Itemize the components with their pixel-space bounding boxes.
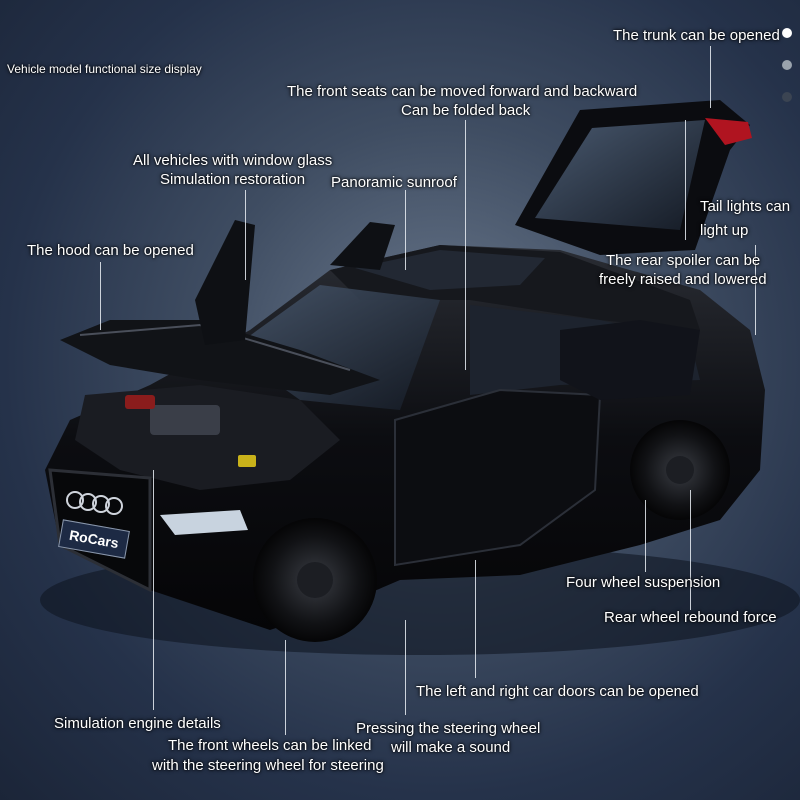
brand-rings (66, 491, 123, 515)
leader-seats (465, 120, 466, 370)
label-trunk: The trunk can be opened (613, 27, 780, 44)
label-front-wheels-line2: with the steering wheel for steering (152, 757, 384, 774)
label-sunroof: Panoramic sunroof (331, 174, 457, 191)
color-dot-gray[interactable] (782, 60, 792, 70)
leader-steering-sound (405, 620, 406, 715)
rear-side-door (560, 320, 700, 400)
rear-wheel (630, 420, 730, 520)
label-engine: Simulation engine details (54, 715, 221, 732)
brand-text: RoCars (68, 526, 120, 552)
leader-tail (755, 245, 756, 335)
leader-spoiler (685, 120, 686, 240)
label-steering-sound-line2: will make a sound (391, 739, 511, 756)
engine-bay (75, 385, 340, 490)
label-spoiler-line2: freely raised and lowered (599, 271, 767, 288)
label-tail-line2: light up (700, 222, 749, 239)
color-dot-white[interactable] (782, 28, 792, 38)
label-seats-line1: The front seats can be moved forward and… (287, 83, 638, 100)
label-spoiler-line1: The rear spoiler can be (606, 252, 761, 269)
leader-hood (100, 262, 101, 330)
spoiler-light (705, 118, 752, 145)
label-doors: The left and right car doors can be open… (416, 683, 699, 700)
label-rebound: Rear wheel rebound force (604, 609, 777, 626)
front-wheel (253, 518, 377, 642)
rear-glass (535, 120, 705, 230)
leader-rebound (690, 490, 691, 610)
leader-trunk (710, 46, 711, 108)
engine-cover-red (125, 395, 155, 409)
hood-open (60, 320, 380, 395)
leader-front-wheels (285, 640, 286, 735)
label-hood: The hood can be opened (27, 242, 194, 259)
side-door-open (394, 388, 602, 567)
color-dot-dark[interactable] (782, 92, 792, 102)
label-glass-line1: All vehicles with window glass (133, 152, 333, 169)
front-door-raised (195, 220, 255, 345)
leader-engine (153, 470, 154, 710)
label-tail-line1: Tail lights can (700, 198, 791, 215)
label-seats-line2: Can be folded back (401, 102, 531, 119)
hood-highlight (79, 323, 351, 371)
label-steering-sound-line1: Pressing the steering wheel (356, 720, 541, 737)
engine-cover (150, 405, 220, 435)
label-front-wheels-line1: The front wheels can be linked (168, 737, 372, 754)
label-suspension: Four wheel suspension (566, 574, 721, 591)
label-glass-line2: Simulation restoration (160, 171, 306, 188)
sunroof-glass (355, 250, 545, 290)
leader-doors (475, 560, 476, 678)
leader-glass (245, 190, 246, 280)
engine-yellow-cap (238, 455, 256, 467)
page-title: Vehicle model functional size display (7, 62, 202, 76)
leader-suspension (645, 500, 646, 572)
headlight (160, 510, 248, 535)
rear-door-raised (330, 222, 395, 270)
leader-sunroof (405, 190, 406, 270)
